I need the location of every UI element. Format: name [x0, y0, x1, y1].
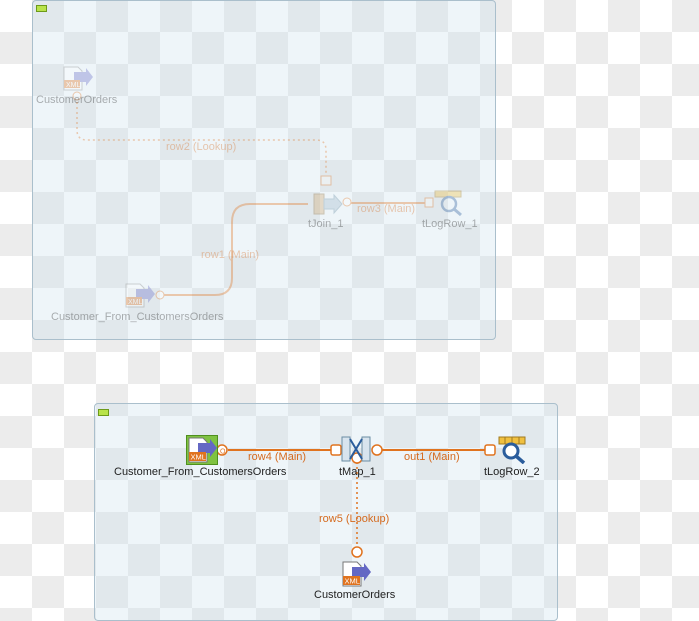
component-label: tMap_1: [339, 466, 376, 478]
connector-in[interactable]: [424, 197, 434, 208]
subjob-1-collapse-toggle[interactable]: [36, 5, 47, 12]
connector-out[interactable]: [342, 197, 352, 207]
component-label: CustomerOrders: [314, 589, 396, 601]
svg-text:O: O: [220, 449, 226, 456]
connector-in[interactable]: [330, 444, 342, 456]
svg-text:XML: XML: [191, 453, 206, 462]
xml-file-input-icon[interactable]: XML: [186, 436, 218, 464]
connector-in[interactable]: [484, 444, 496, 456]
link-label-row2[interactable]: row2 (Lookup): [166, 141, 237, 153]
link-row1-main[interactable]: [160, 203, 308, 296]
connector-out[interactable]: [371, 444, 383, 456]
component-label: Customer_From_CustomersOrders: [51, 311, 224, 323]
xml-file-input-icon[interactable]: XML: [124, 283, 156, 309]
link-label-out1[interactable]: out1 (Main): [404, 451, 460, 463]
subjob-1[interactable]: [32, 0, 496, 340]
svg-text:XML: XML: [128, 299, 143, 306]
link-label-row3[interactable]: row3 (Main): [357, 203, 416, 215]
connector-lookup-in[interactable]: [320, 175, 332, 186]
tlogrow-icon[interactable]: [434, 190, 464, 216]
component-label: tJoin_1: [308, 218, 344, 230]
subjob-2[interactable]: [94, 403, 558, 621]
link-label-row4[interactable]: row4 (Main): [248, 451, 307, 463]
link-row2-lookup[interactable]: [76, 92, 327, 178]
connector-out[interactable]: [155, 290, 165, 300]
component-label: CustomerOrders: [36, 94, 118, 106]
xml-file-input-icon[interactable]: XML: [62, 66, 94, 92]
tlogrow-icon[interactable]: [497, 436, 529, 464]
subjob-2-collapse-toggle[interactable]: [98, 409, 109, 416]
connector-out[interactable]: [72, 91, 82, 101]
xml-file-input-icon[interactable]: XML: [340, 560, 372, 588]
tmap-icon[interactable]: [340, 435, 372, 463]
component-label: Customer_From_CustomersOrders: [114, 466, 287, 478]
svg-text:XML: XML: [66, 82, 81, 89]
link-label-row5[interactable]: row5 (Lookup): [319, 513, 390, 525]
link-label-row1[interactable]: row1 (Main): [201, 249, 260, 261]
component-label: tLogRow_1: [422, 218, 478, 230]
svg-text:XML: XML: [345, 577, 360, 586]
component-label: tLogRow_2: [484, 466, 540, 478]
connector-out[interactable]: [351, 546, 363, 558]
tjoin-icon[interactable]: [308, 192, 344, 216]
